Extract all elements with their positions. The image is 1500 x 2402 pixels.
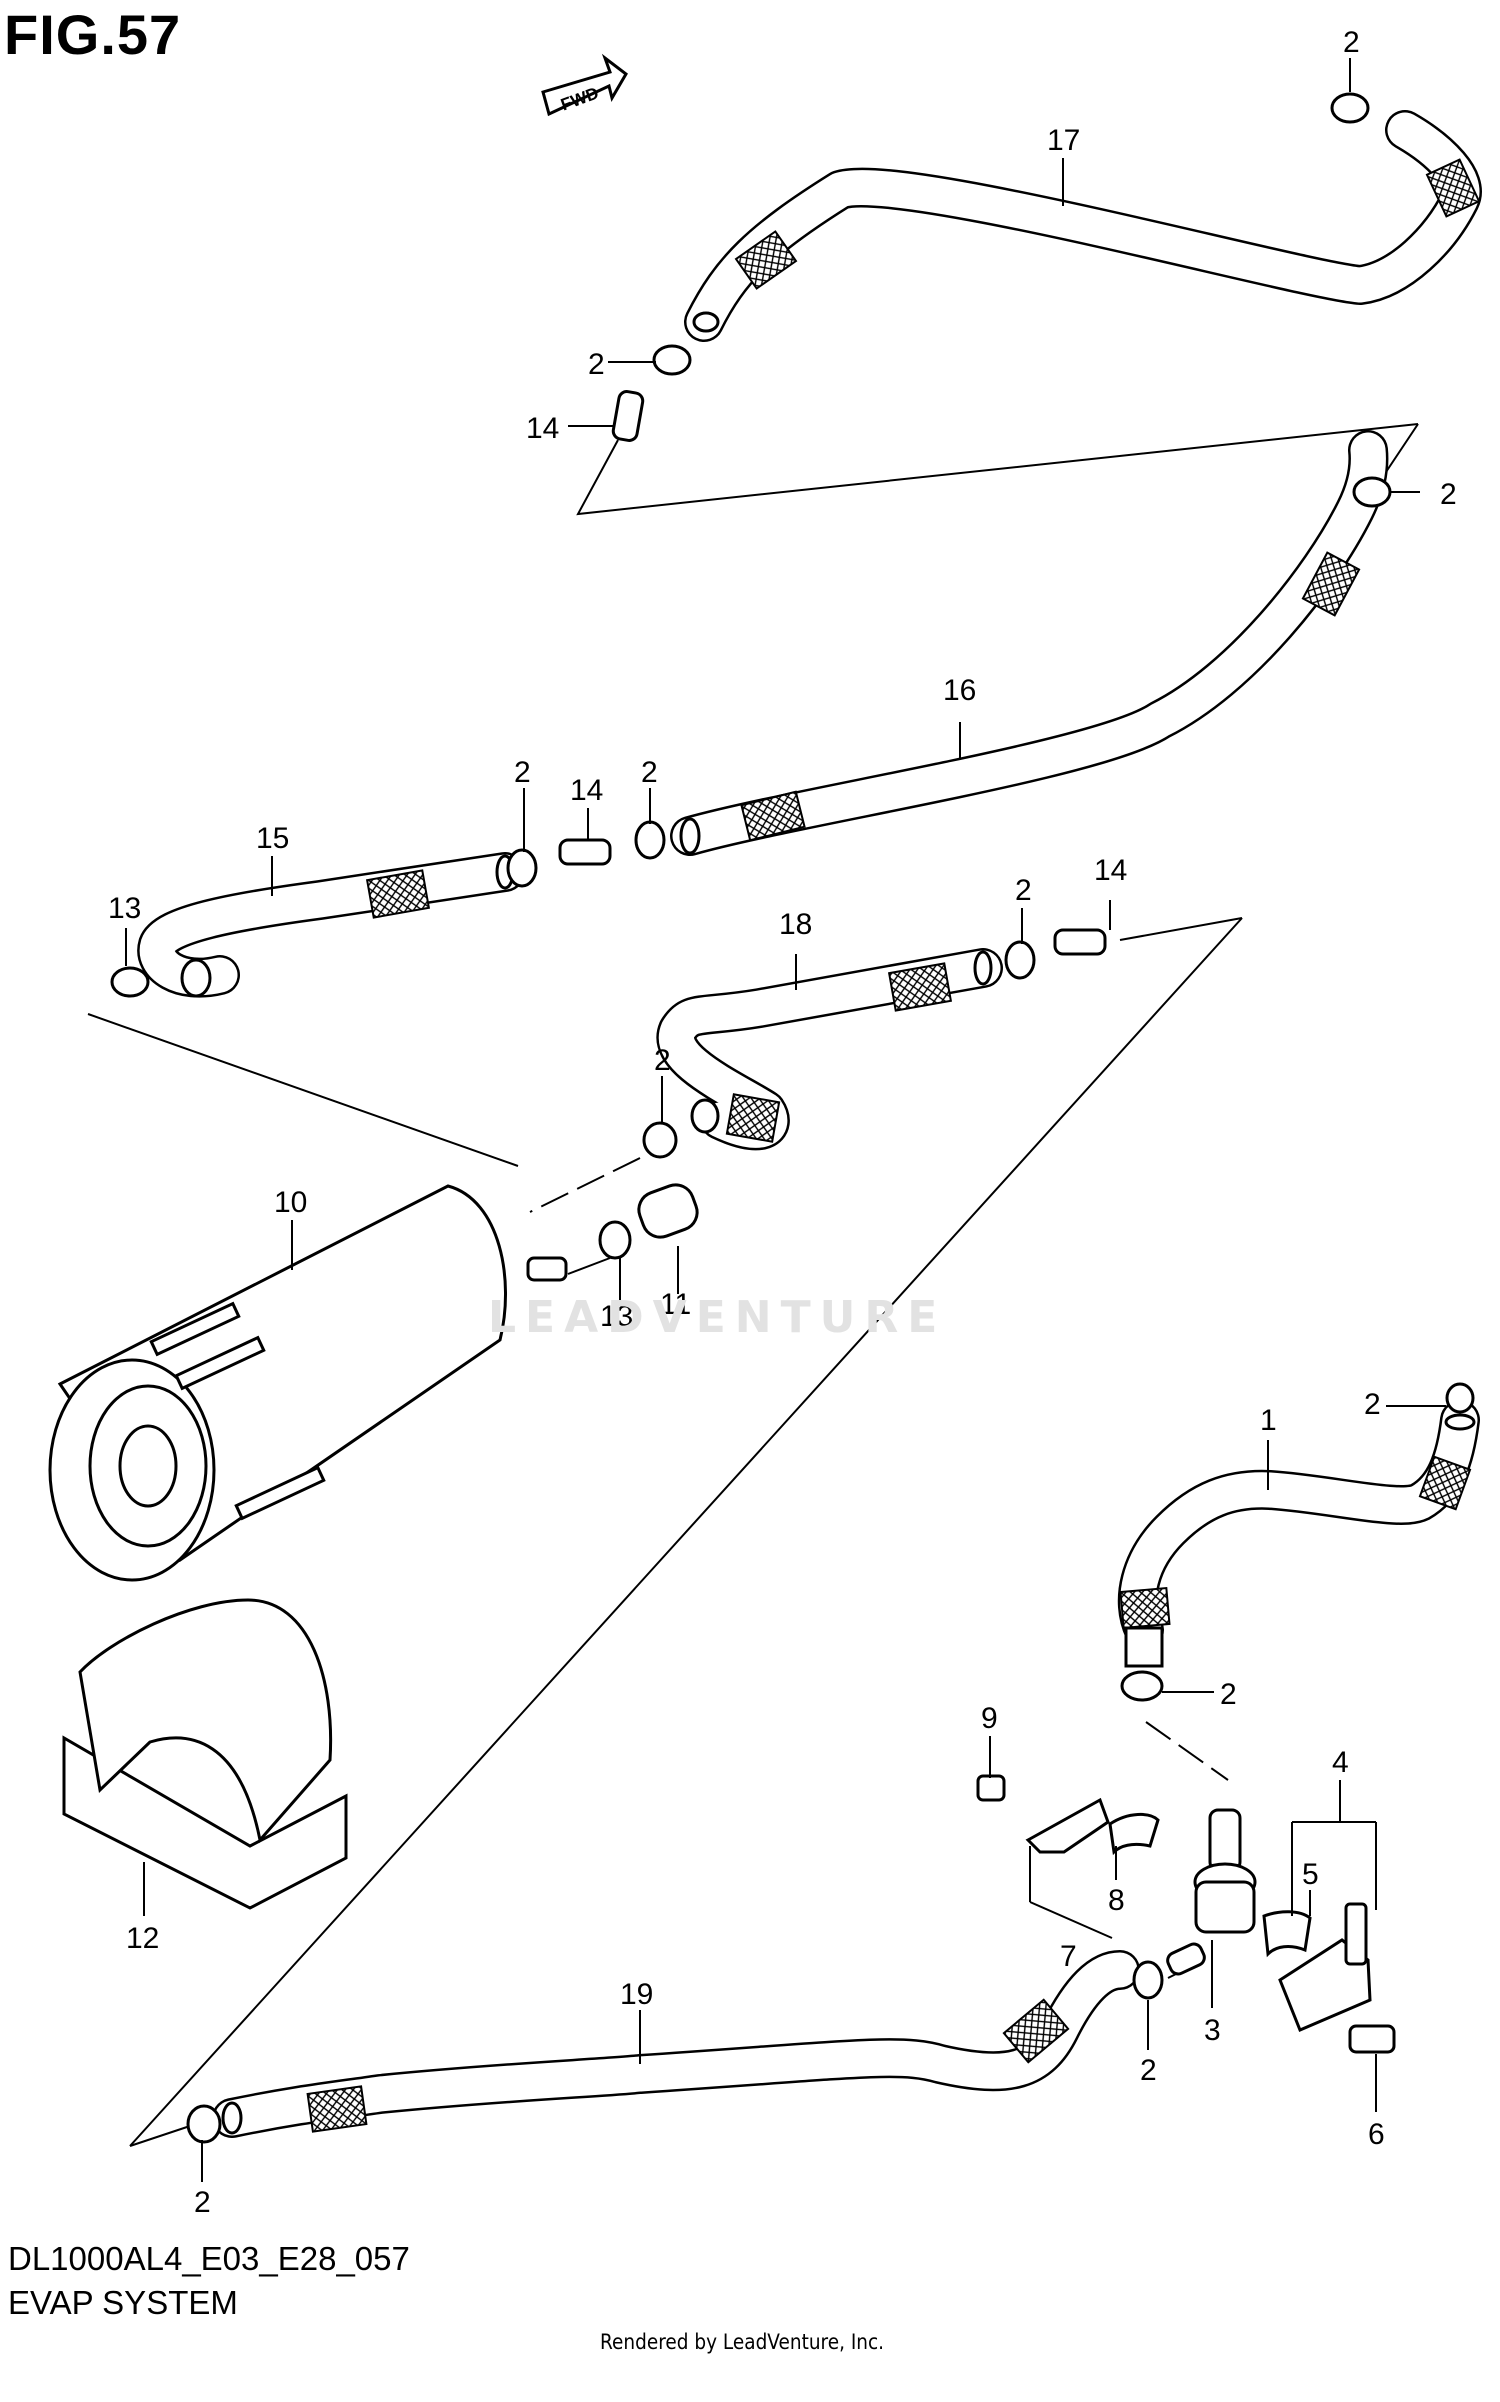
callout-2: 2 <box>194 2186 211 2219</box>
diagram-name: EVAP SYSTEM <box>8 2284 238 2321</box>
hose-16 <box>670 430 1389 856</box>
callout-2: 2 <box>654 1044 671 1077</box>
callout-labels: 2 17 2 14 2 16 15 2 14 2 13 18 2 14 2 10… <box>108 26 1457 2219</box>
callout-13: 13 <box>600 1300 633 1333</box>
spacer-11 <box>637 1183 699 1239</box>
clamp-7 <box>1025 1797 1160 1856</box>
callout-5: 5 <box>1302 1858 1319 1891</box>
bolts <box>976 1774 1396 2054</box>
callout-2: 2 <box>514 756 531 789</box>
callout-13: 13 <box>108 892 141 925</box>
callout-2: 2 <box>1440 478 1457 511</box>
callout-14: 14 <box>1094 854 1127 887</box>
callout-15: 15 <box>256 822 289 855</box>
diagram-code: DL1000AL4_E03_E28_057 <box>8 2240 410 2277</box>
hose-15 <box>137 852 525 998</box>
callout-14: 14 <box>570 774 603 807</box>
callout-18: 18 <box>779 908 812 941</box>
callout-2: 2 <box>1364 1388 1381 1421</box>
fwd-arrow-icon: FWD <box>541 53 628 117</box>
callout-6: 6 <box>1368 2118 1385 2151</box>
callout-2: 2 <box>1015 874 1032 907</box>
watermark: LEADVENTURE <box>488 1292 947 1343</box>
callout-10: 10 <box>274 1186 307 1219</box>
callout-3: 3 <box>1204 2014 1221 2047</box>
callout-12: 12 <box>126 1922 159 1955</box>
callout-2: 2 <box>1140 2054 1157 2087</box>
callout-17: 17 <box>1047 124 1080 157</box>
callout-19: 19 <box>620 1978 653 2011</box>
callout-16: 16 <box>943 674 976 707</box>
canister-10 <box>48 1184 568 1582</box>
callout-14: 14 <box>526 412 559 445</box>
callout-2: 2 <box>641 756 658 789</box>
figure-title: FIG.57 <box>4 3 182 66</box>
valve-3 <box>1166 1808 1257 1976</box>
hose-19 <box>212 1950 1140 2138</box>
callout-7: 7 <box>1060 1940 1077 1973</box>
connectors-14 <box>558 390 1107 956</box>
hose-17 <box>684 110 1482 342</box>
hose-clamps <box>110 92 1475 2144</box>
callout-9: 9 <box>981 1702 998 1735</box>
bracket-4 <box>1262 1902 1372 2032</box>
callout-2: 2 <box>1343 26 1360 59</box>
callout-2: 2 <box>588 348 605 381</box>
hose-18 <box>656 948 1003 1151</box>
callout-8: 8 <box>1108 1884 1125 1917</box>
leader-lines <box>125 58 1446 2182</box>
render-credit: Rendered by LeadVenture, Inc. <box>600 2330 885 2354</box>
callout-4: 4 <box>1332 1746 1349 1779</box>
connection-lines <box>87 423 1419 2147</box>
bracket-12 <box>62 1598 348 1910</box>
hose-1 <box>1117 1400 1480 1668</box>
callout-1: 1 <box>1260 1404 1277 1437</box>
callout-11: 11 <box>660 1288 691 1321</box>
callout-2: 2 <box>1220 1678 1237 1711</box>
